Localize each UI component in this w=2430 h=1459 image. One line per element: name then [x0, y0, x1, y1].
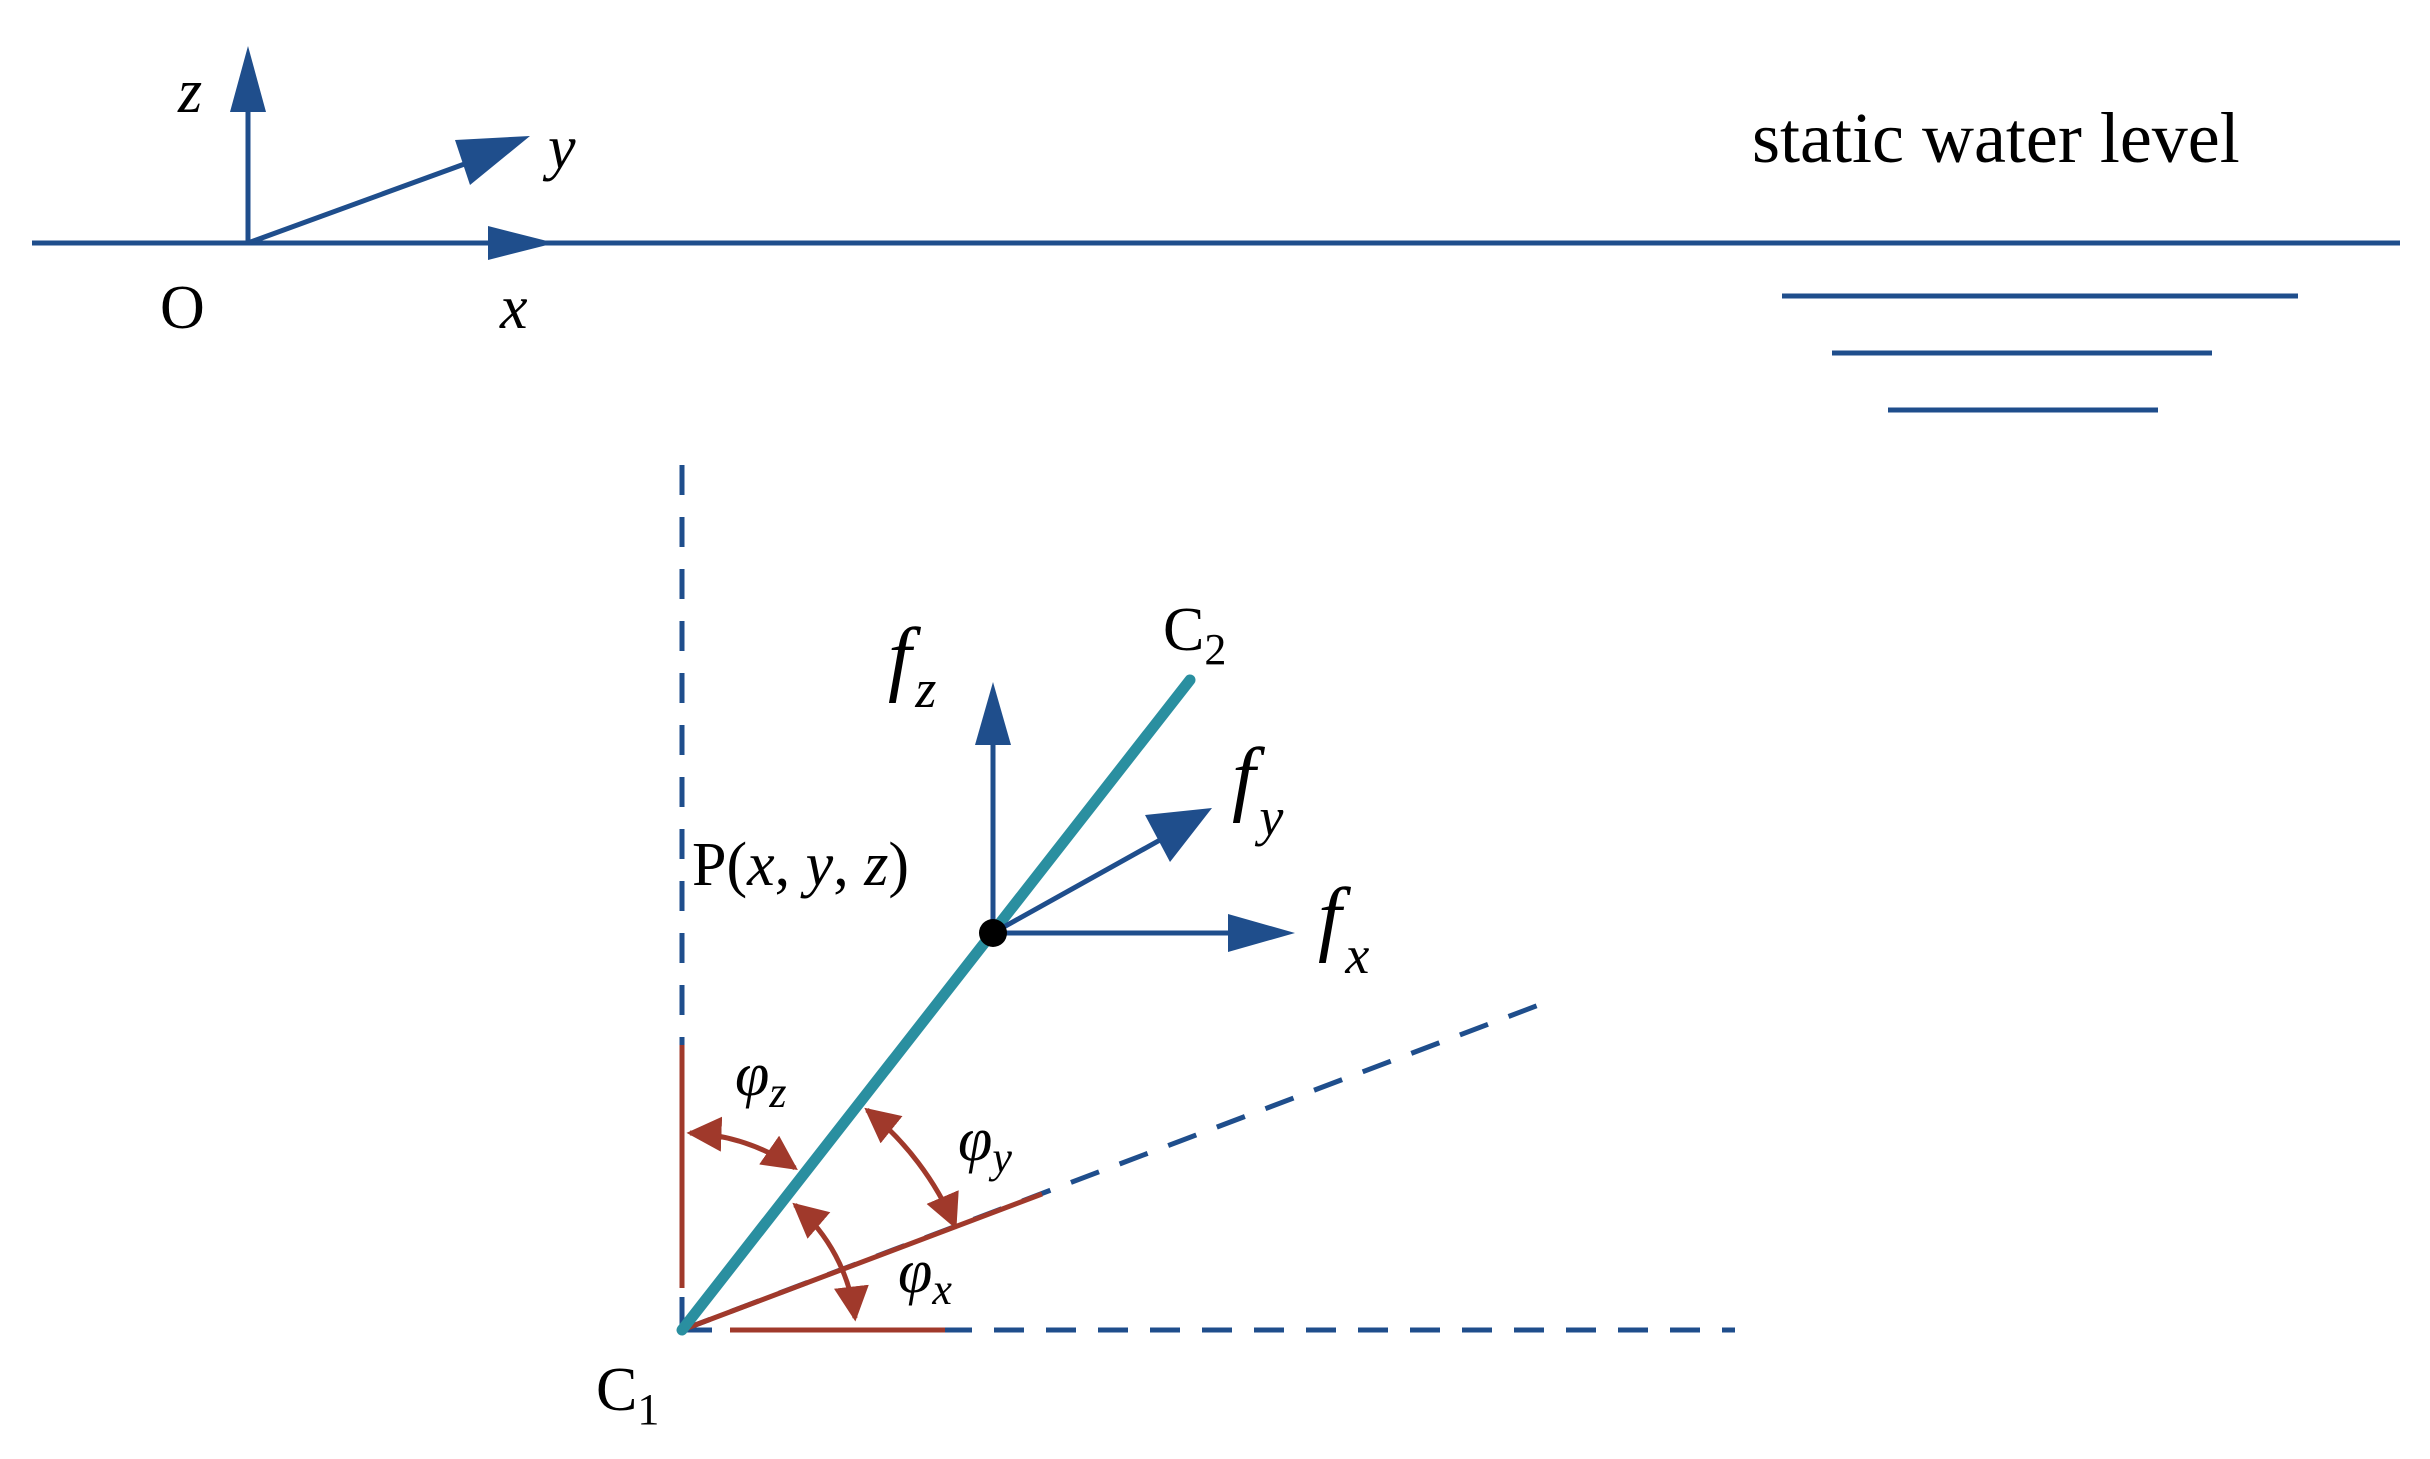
x-axis-label: x [499, 274, 528, 342]
phi-x-label: φx [898, 1238, 952, 1314]
fy-arrow-head-icon [1145, 808, 1212, 862]
y-axis-label: y [542, 114, 576, 182]
fx-arrow-head-icon [1228, 914, 1295, 952]
global-axes: O x y z [32, 46, 2400, 342]
phi-y-label: φy [958, 1106, 1012, 1182]
phi-z-arc [686, 1116, 798, 1171]
c2-label: C2 [1163, 596, 1226, 674]
x-axis-arrow-icon [488, 226, 555, 260]
fz-arrow-head-icon [975, 682, 1011, 745]
point-p-label: P(x, y, z) [692, 831, 909, 899]
z-axis-arrow-icon [230, 46, 266, 112]
fy-arrow [991, 837, 1162, 936]
phi-x-arc [792, 1202, 869, 1322]
c1-label: C1 [596, 1356, 659, 1434]
fx-label: fx [1318, 871, 1369, 985]
force-vectors [975, 682, 1295, 952]
fy-label: fy [1232, 731, 1283, 847]
point-p-marker [979, 919, 1007, 947]
water-level-symbol: static water level [1752, 98, 2298, 413]
phi-y-arc [864, 1107, 959, 1230]
z-axis-label: z [177, 58, 202, 126]
member-line [676, 674, 1196, 1336]
water-level-label: static water level [1752, 98, 2240, 178]
phi-z-label: φz [735, 1041, 786, 1117]
y-axis-arrow-icon [455, 136, 530, 185]
origin-label: O [160, 274, 205, 342]
y-axis [247, 159, 471, 246]
fz-label: fz [888, 611, 936, 719]
